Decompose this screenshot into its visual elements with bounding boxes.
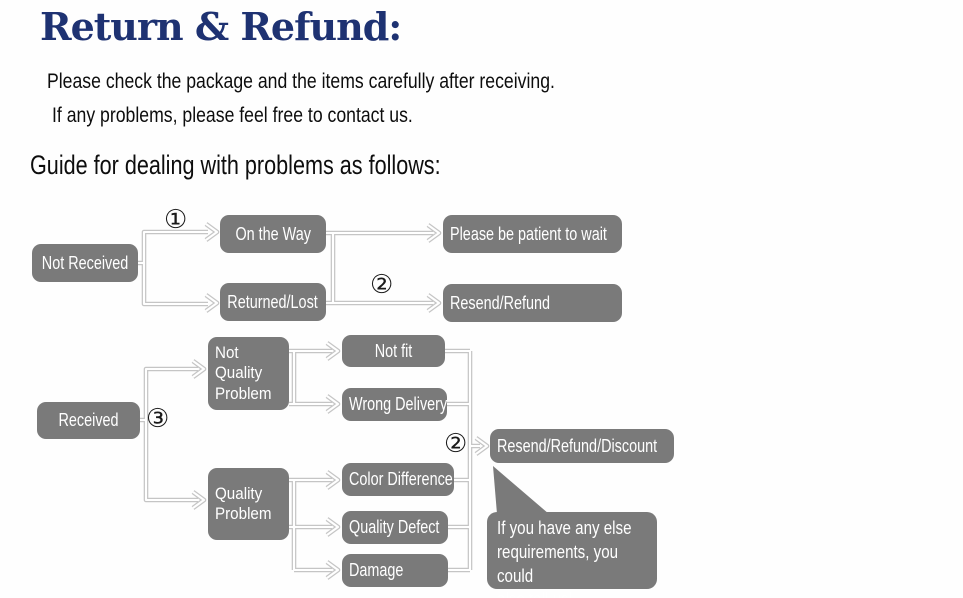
node-label: Returned/Lost: [227, 291, 319, 312]
step-3-marker: ③: [146, 404, 170, 434]
speech-bubble-text: If you have any else requirements, you c…: [497, 518, 632, 598]
node-received: Received: [37, 402, 140, 439]
connector-inner-white: [137, 223, 489, 579]
intro-line-1: Please check the package and the items c…: [47, 70, 555, 93]
node-not-fit: Not fit: [342, 335, 445, 367]
node-damage: Damage: [342, 554, 448, 587]
node-label: Not Quality Problem: [215, 344, 272, 403]
node-label: Resend/Refund: [450, 292, 551, 313]
speech-bubble-tail: [493, 466, 549, 514]
node-label: Please be patient to wait: [450, 223, 607, 244]
node-resend-refund-discount: Resend/Refund/Discount: [490, 429, 674, 463]
node-please-be-patient: Please be patient to wait: [443, 215, 622, 253]
step-1-marker: ①: [164, 205, 188, 235]
node-wrong-delivery: Wrong Delivery: [342, 388, 447, 421]
node-label: Not Received: [41, 252, 129, 273]
node-label: Resend/Refund/Discount: [497, 435, 658, 456]
node-returned-lost: Returned/Lost: [220, 283, 326, 321]
node-quality-defect: Quality Defect: [342, 511, 448, 544]
page-title: Return & Refund:: [40, 4, 402, 49]
node-label: Color Difference: [349, 469, 453, 489]
node-label: On the Way: [235, 223, 311, 244]
node-quality-problem: Quality Problem: [208, 468, 289, 540]
step-2-marker: ②: [370, 270, 394, 300]
speech-bubble: If you have any else requirements, you c…: [487, 512, 657, 598]
node-label: Wrong Delivery: [349, 394, 448, 414]
intro-line-2: If any problems, please feel free to con…: [52, 104, 413, 127]
step-2-marker: ②: [444, 429, 468, 459]
node-not-quality-problem: Not Quality Problem: [208, 337, 289, 410]
node-label: Received: [58, 410, 119, 430]
node-label: Not fit: [374, 340, 413, 361]
guide-heading: Guide for dealing with problems as follo…: [30, 150, 441, 180]
node-label: Quality Problem: [215, 484, 272, 523]
node-label: Damage: [349, 560, 404, 580]
node-on-the-way: On the Way: [220, 215, 326, 253]
node-not-received: Not Received: [32, 244, 138, 282]
node-resend-refund: Resend/Refund: [443, 284, 622, 322]
node-color-difference: Color Difference: [342, 463, 454, 496]
node-label: Quality Defect: [349, 517, 440, 537]
